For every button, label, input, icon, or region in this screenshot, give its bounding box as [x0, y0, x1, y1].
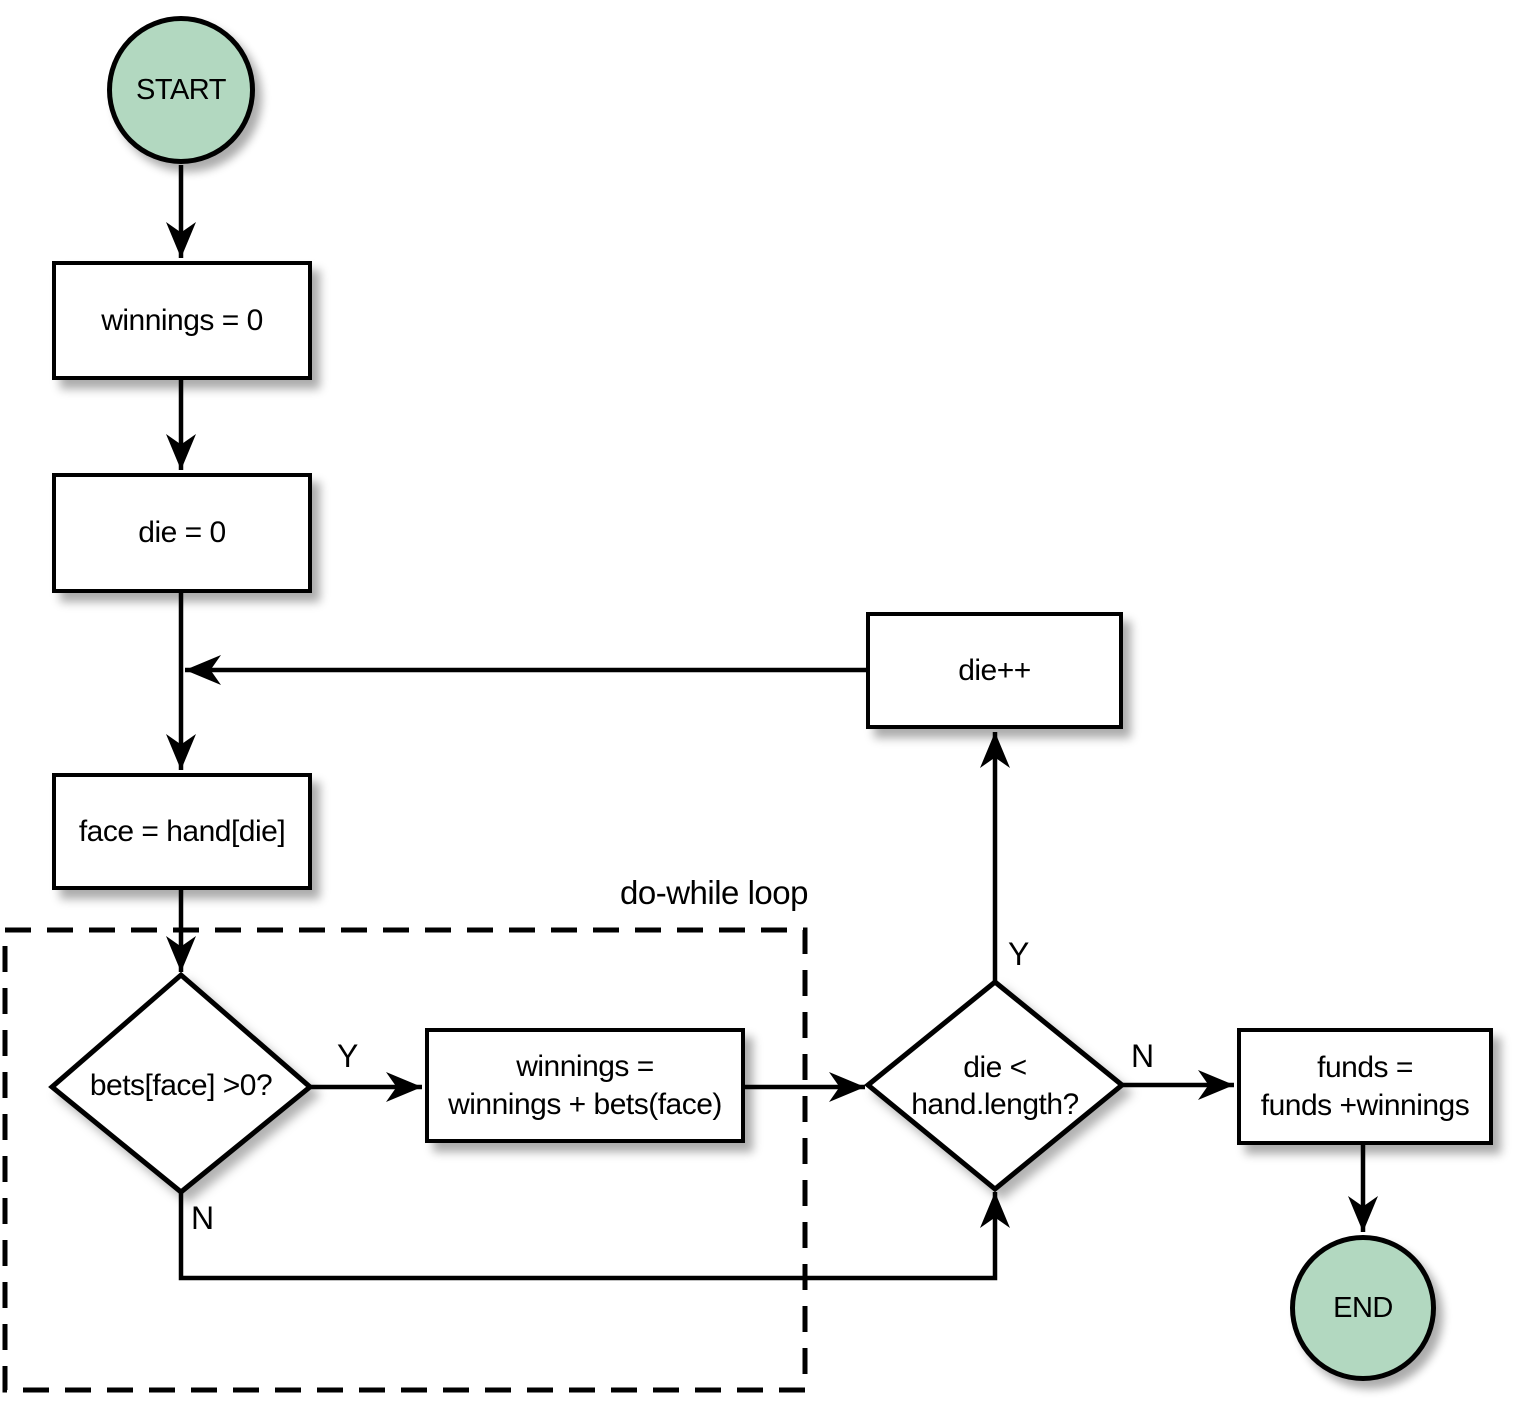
update-funds-line2: funds +winnings: [1260, 1088, 1470, 1122]
init-winnings-box: winnings = 0: [52, 261, 312, 380]
increment-die-label: die++: [958, 653, 1031, 687]
update-funds-box: funds = funds +winnings: [1237, 1028, 1493, 1145]
start-label: START: [136, 73, 226, 106]
do-while-loop-label: do-while loop: [620, 874, 808, 911]
assign-face-label: face = hand[die]: [78, 814, 286, 848]
init-die-label: die = 0: [138, 516, 226, 549]
update-winnings-line1: winnings =: [516, 1049, 654, 1083]
update-winnings-label: winnings = winnings + bets(face): [448, 1048, 722, 1124]
decision-bets-diamond: [48, 971, 314, 1196]
update-funds-line1: funds =: [1317, 1050, 1413, 1084]
die-no-label: N: [1131, 1038, 1154, 1074]
end-label: END: [1333, 1291, 1393, 1324]
end-terminal: END: [1290, 1235, 1436, 1381]
start-terminal: START: [107, 16, 255, 164]
update-funds-label: funds = funds +winnings: [1260, 1049, 1470, 1125]
bets-yes-label: Y: [337, 1038, 358, 1074]
init-winnings-label: winnings = 0: [101, 303, 263, 337]
die-yes-label: Y: [1008, 936, 1029, 972]
init-die-box: die = 0: [52, 473, 312, 593]
update-winnings-line2: winnings + bets(face): [448, 1087, 722, 1121]
do-while-loop-region: [2, 927, 808, 1393]
decision-die-diamond: [864, 978, 1126, 1193]
bets-no-label: N: [191, 1200, 214, 1236]
update-winnings-box: winnings = winnings + bets(face): [425, 1028, 745, 1143]
increment-die-box: die++: [866, 612, 1123, 729]
assign-face-box: face = hand[die]: [52, 773, 312, 890]
edge-decision-bets-no-to-decision-die: [178, 1192, 1010, 1281]
